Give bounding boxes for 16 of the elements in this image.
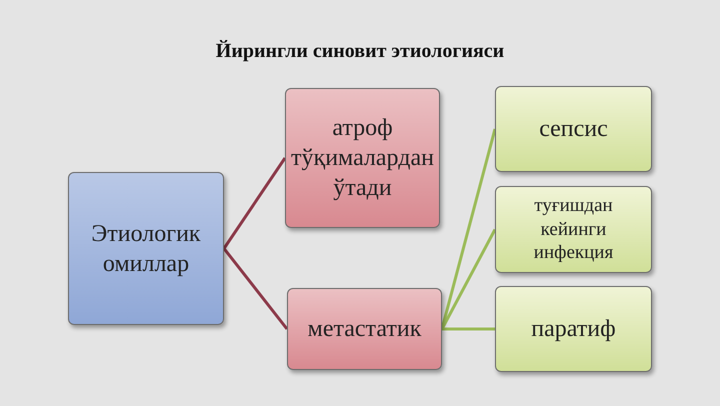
- connector-line: [442, 328, 495, 330]
- process-box: [495, 186, 652, 273]
- process-box: [68, 172, 224, 325]
- node-label: туғишдан кейинги инфекция: [532, 194, 614, 266]
- connector-line: [222, 157, 286, 250]
- node-label: атроф тўқималардан ўтади: [290, 114, 435, 203]
- node-label: метастатик: [308, 315, 422, 344]
- process-box: [495, 86, 652, 172]
- connector-line: [222, 248, 288, 330]
- node-label: сепсис: [539, 115, 608, 144]
- node-label: паратиф: [531, 315, 616, 344]
- diagram-title: Йирингли синовит этиологияси: [214, 40, 506, 63]
- node-label: Этиологик омиллар: [90, 220, 202, 278]
- process-box: [495, 286, 652, 372]
- process-box: [285, 88, 440, 228]
- process-box: [287, 288, 442, 370]
